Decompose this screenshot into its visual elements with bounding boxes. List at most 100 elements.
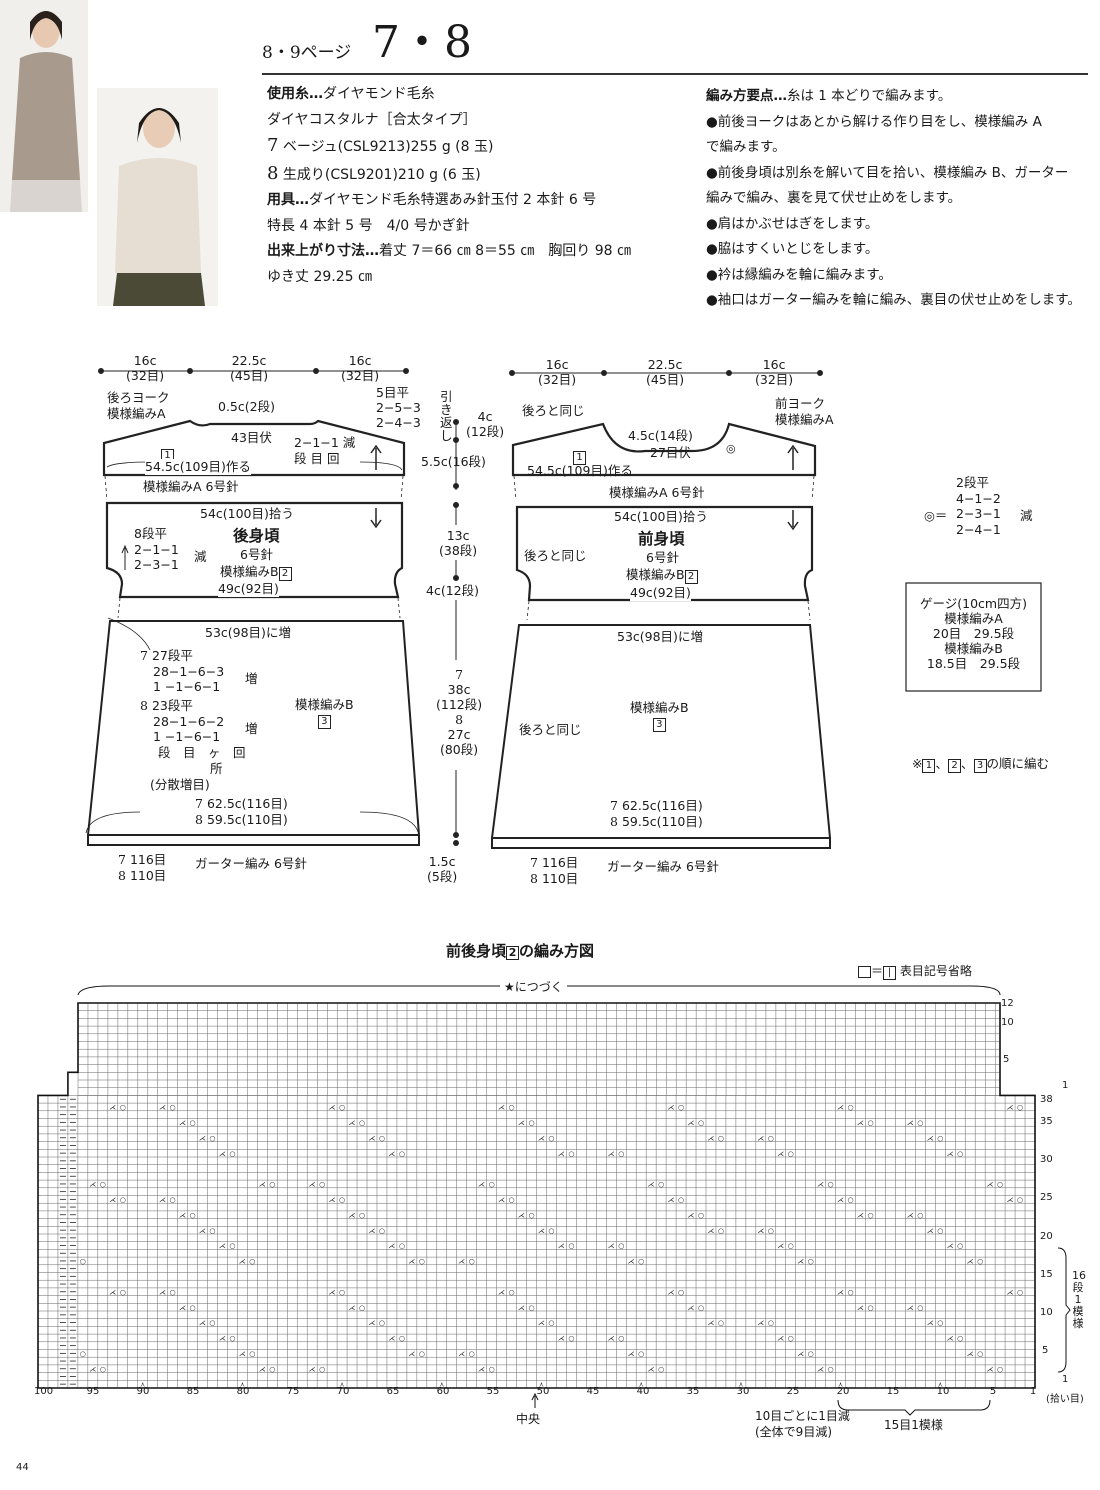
center-arrow-icon [531, 1392, 539, 1408]
lace-symbol: ⋌ [368, 1134, 375, 1142]
lace-symbol: ⋌ [777, 1335, 784, 1343]
back-yoke-label: 後ろヨーク模様編みA [107, 390, 170, 421]
lace-symbol: ⋌ [199, 1319, 206, 1327]
front-body-title: 前身頃 [638, 530, 685, 548]
lace-symbol: ○ [209, 1319, 215, 1327]
pickup-label: (拾い目) [1046, 1394, 1084, 1405]
lace-symbol: ○ [618, 1242, 624, 1250]
row-label: 12 [1001, 998, 1014, 1009]
model-7-illustration [0, 0, 88, 212]
lace-symbol: ⋌ [817, 1181, 824, 1189]
lace-symbol: ⋌ [159, 1104, 166, 1112]
lace-symbol: ○ [489, 1365, 495, 1373]
lace-symbol: ○ [828, 1181, 834, 1189]
lace-symbol: ○ [359, 1304, 365, 1312]
back-increase-legend: 段 目 ヶ 回所 [158, 745, 246, 776]
decrease-symbol: ⋏ [439, 1381, 444, 1389]
column-label: 20 [836, 1386, 850, 1397]
column-label: 40 [636, 1386, 650, 1397]
front-step-1-badge: 1 [573, 445, 586, 465]
lace-symbol: ⋌ [707, 1134, 714, 1142]
lace-symbol: ⋌ [498, 1104, 505, 1112]
lace-symbol: ○ [509, 1288, 515, 1296]
lace-symbol: ○ [548, 1319, 554, 1327]
lace-symbol: ⋌ [648, 1365, 655, 1373]
lace-symbol: ○ [170, 1196, 176, 1204]
lace-symbol: ⋌ [668, 1196, 675, 1204]
lace-symbol: ⋌ [109, 1104, 116, 1112]
lace-symbol: ⋌ [458, 1350, 465, 1358]
lace-symbol: ○ [957, 1335, 963, 1343]
lace-symbol: ⋌ [947, 1242, 954, 1250]
lace-symbol: ⋌ [907, 1119, 914, 1127]
lace-symbol: ○ [319, 1365, 325, 1373]
lace-symbol: ⋌ [518, 1304, 525, 1312]
decrease-symbol: ⋏ [738, 1381, 743, 1389]
lace-symbol: ⋌ [987, 1181, 994, 1189]
row-label: 20 [1040, 1231, 1053, 1242]
lace-symbol: ⋌ [329, 1288, 336, 1296]
gauge-box [905, 582, 1042, 692]
lace-symbol: ○ [359, 1211, 365, 1219]
neck-mark: ◎ [726, 442, 736, 455]
header-rule [262, 73, 1088, 75]
instructions-label: 編み方要点… [706, 88, 787, 104]
lace-symbol: ⋌ [707, 1319, 714, 1327]
armhole-height: 4c(12段) [426, 583, 479, 598]
lace-symbol: ○ [718, 1227, 724, 1235]
back-armhole-decrease: 減 [194, 549, 207, 564]
lace-symbol: ○ [828, 1365, 834, 1373]
lace-symbol: ○ [100, 1181, 106, 1189]
front-neck-depth: 4.5c(14段) [628, 428, 693, 443]
lace-symbol: ⋌ [947, 1150, 954, 1158]
column-label: 90 [136, 1386, 150, 1397]
lace-symbol: ○ [788, 1150, 794, 1158]
lace-symbol: ⋌ [458, 1258, 465, 1266]
lace-symbol: ○ [638, 1350, 644, 1358]
lace-symbol: ⋌ [498, 1196, 505, 1204]
lace-symbol: ○ [867, 1211, 873, 1219]
color8-detail: 生成り(CSL9201)210 g (6 玉) [282, 166, 481, 183]
size-label: 出来上がり寸法… [267, 243, 379, 259]
back-garter-label: ガーター編み 6号針 [195, 856, 307, 871]
lace-symbol: ○ [867, 1304, 873, 1312]
lace-symbol: ⋌ [179, 1211, 186, 1219]
lace-symbol: ⋌ [987, 1365, 994, 1373]
chart-legend: ＝| 表目記号省略 [858, 962, 972, 980]
tools-extra: 特長 4 本針 5 号 4/0 号かぎ針 [267, 217, 470, 234]
lace-symbol: ○ [80, 1350, 86, 1358]
size-sleeve: ゆき丈 29.25 ㎝ [267, 268, 372, 285]
length-dimension [453, 419, 459, 846]
lace-symbol: ⋌ [608, 1242, 615, 1250]
lace-symbol: ○ [339, 1104, 345, 1112]
front-garter-label: ガーター編み 6号針 [607, 859, 719, 874]
lace-symbol: ⋌ [538, 1134, 545, 1142]
lace-symbol: ○ [399, 1335, 405, 1343]
decrease-note: 10目ごとに1目減(全体で9目減) [755, 1409, 850, 1439]
lace-symbol: ⋌ [777, 1150, 784, 1158]
lace-symbol: ⋌ [349, 1304, 356, 1312]
instruction-step: 編みで編み、裏を見て伏せ止めをします。 [706, 190, 962, 206]
front-bind-off: 27目伏 [650, 445, 691, 460]
back-body-width: 49c(92目) [218, 581, 279, 597]
lace-symbol: ⋌ [239, 1350, 246, 1358]
lace-symbol: ⋌ [797, 1350, 804, 1358]
lace-symbol: ⋌ [368, 1319, 375, 1327]
lace-symbol: ○ [678, 1288, 684, 1296]
column-label: 75 [286, 1386, 300, 1397]
row-repeat-label: 16段1模様 [1072, 1269, 1086, 1330]
front-yoke-label: 前ヨーク模様編みA [775, 396, 834, 427]
lace-symbol: ⋌ [388, 1242, 395, 1250]
lace-symbol: ⋌ [558, 1335, 565, 1343]
lace-symbol: ○ [379, 1134, 385, 1142]
lace-symbol: ⋌ [309, 1365, 316, 1373]
lace-symbol: ○ [698, 1119, 704, 1127]
